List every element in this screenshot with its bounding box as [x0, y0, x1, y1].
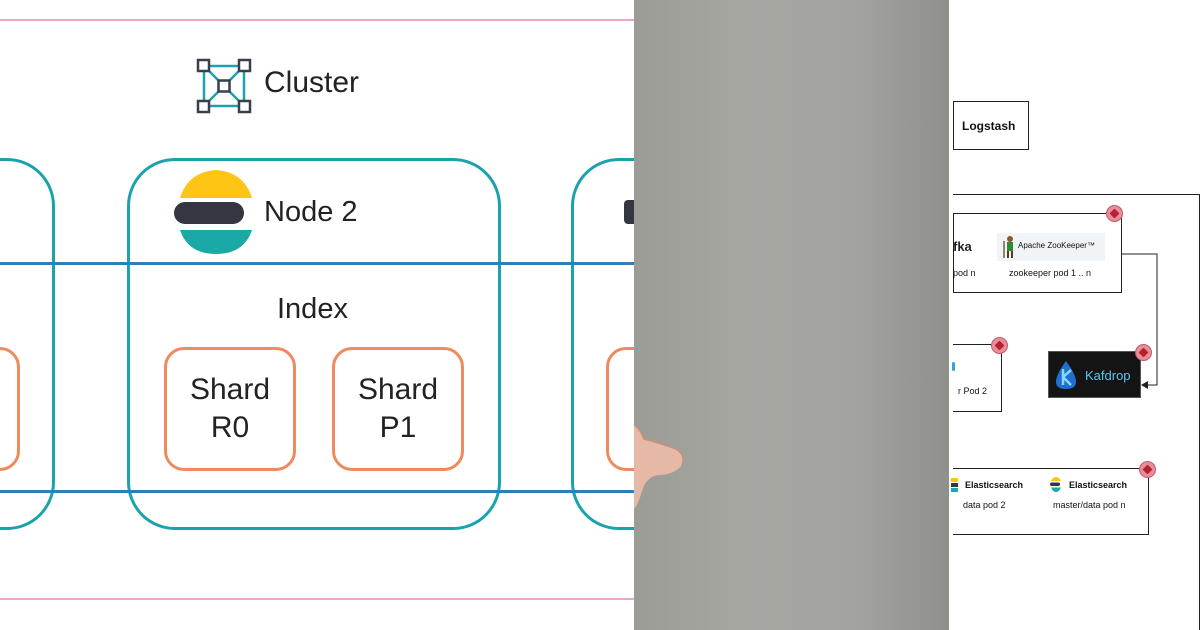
kafka-pod-label: pod n — [953, 268, 976, 278]
shard-r0-line1: Shard — [189, 373, 271, 406]
connector-pod-label: r Pod 2 — [958, 386, 988, 396]
node-2-label: Node 2 — [264, 196, 358, 228]
node-3-shard-partial — [606, 347, 634, 471]
photo-background — [634, 0, 949, 630]
elasticsearch-logo-icon — [1050, 477, 1061, 492]
pod-icon — [1139, 461, 1156, 478]
node-1-shard-partial — [0, 347, 20, 471]
hand-image — [634, 424, 684, 509]
kafka-zookeeper-group — [953, 213, 1122, 293]
shard-p1-line1: Shard — [357, 373, 439, 406]
kafdrop-label: Kafdrop — [1085, 368, 1131, 383]
node-3-logo-partial — [624, 200, 634, 224]
index-line-top — [0, 262, 634, 265]
connector-arrow — [1122, 253, 1158, 389]
cluster-border-top — [0, 19, 634, 21]
cluster-icon — [196, 58, 252, 114]
logstash-box — [953, 101, 1029, 150]
connector-logo-partial — [952, 362, 955, 371]
zookeeper-icon — [1003, 236, 1013, 258]
node-2-box — [127, 158, 501, 530]
kafdrop-logo-icon — [1056, 361, 1076, 389]
architecture-diagram: Logstash fka pod n Apache ZooKeeper™ zoo… — [949, 0, 1200, 630]
shard-p1-box: Shard P1 — [332, 347, 464, 471]
node-1-box — [0, 158, 55, 530]
kafdrop-box: Kafdrop — [1048, 351, 1141, 398]
pod-icon — [991, 337, 1008, 354]
kafka-label-partial: fka — [953, 239, 972, 254]
pod-icon — [1135, 344, 1152, 361]
shard-p1-line2: P1 — [379, 411, 417, 444]
shard-r0-box: Shard R0 — [164, 347, 296, 471]
elasticsearch-logo-icon — [174, 170, 252, 254]
zookeeper-logo-text: Apache ZooKeeper™ — [1018, 241, 1095, 250]
zookeeper-pod-label: zookeeper pod 1 .. n — [1009, 268, 1092, 278]
elasticsearch-pods-group — [953, 468, 1149, 535]
elasticsearch-pod-label: master/data pod n — [1053, 500, 1126, 510]
elasticsearch-cluster-diagram: Cluster Node 2 Index Shard R0 Shard P1 — [0, 19, 634, 600]
elasticsearch-pod-label: data pod 2 — [963, 500, 1006, 510]
cluster-label: Cluster — [264, 66, 360, 99]
shard-r0-line2: R0 — [210, 411, 250, 444]
zookeeper-logo: Apache ZooKeeper™ — [997, 233, 1105, 261]
pod-icon — [1106, 205, 1123, 222]
index-line-bottom — [0, 490, 634, 493]
cluster-border-bottom — [0, 598, 634, 600]
logstash-label: Logstash — [962, 119, 1016, 133]
connector-pod-group — [953, 344, 1002, 412]
elasticsearch-logo-partial-icon — [951, 478, 958, 492]
index-label: Index — [277, 293, 348, 325]
elasticsearch-label: Elasticsearch — [965, 480, 1024, 490]
elasticsearch-label: Elasticsearch — [1069, 480, 1128, 490]
